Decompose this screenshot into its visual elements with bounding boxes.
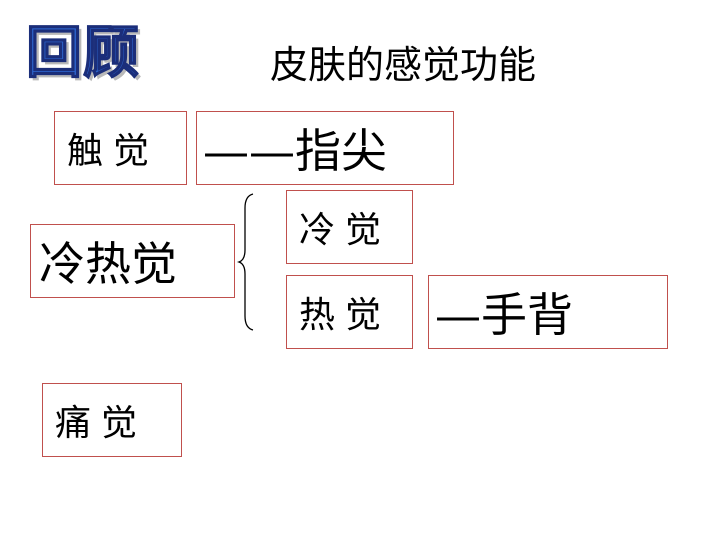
- pain-label: 痛觉: [55, 403, 148, 444]
- touch-location-label: ——指尖: [203, 124, 387, 178]
- touch-location-box: ——指尖: [196, 111, 454, 185]
- cold-box: 冷觉: [286, 190, 413, 264]
- heat-label: 热觉: [299, 295, 392, 336]
- heat-location-label: —手背: [435, 288, 573, 342]
- touch-box: 触觉: [54, 111, 187, 185]
- cold-heat-box: 冷热觉: [30, 224, 235, 298]
- slide-subtitle: 皮肤的感觉功能: [270, 43, 537, 87]
- heat-location-box: —手背: [428, 275, 668, 349]
- review-title: 回顾: [25, 21, 140, 87]
- pain-box: 痛觉: [42, 383, 182, 457]
- cold-heat-label: 冷热觉: [39, 237, 177, 291]
- cold-label: 冷觉: [299, 210, 392, 251]
- heat-box: 热觉: [286, 275, 413, 349]
- brace-icon: [236, 193, 254, 331]
- touch-label: 触觉: [67, 131, 160, 172]
